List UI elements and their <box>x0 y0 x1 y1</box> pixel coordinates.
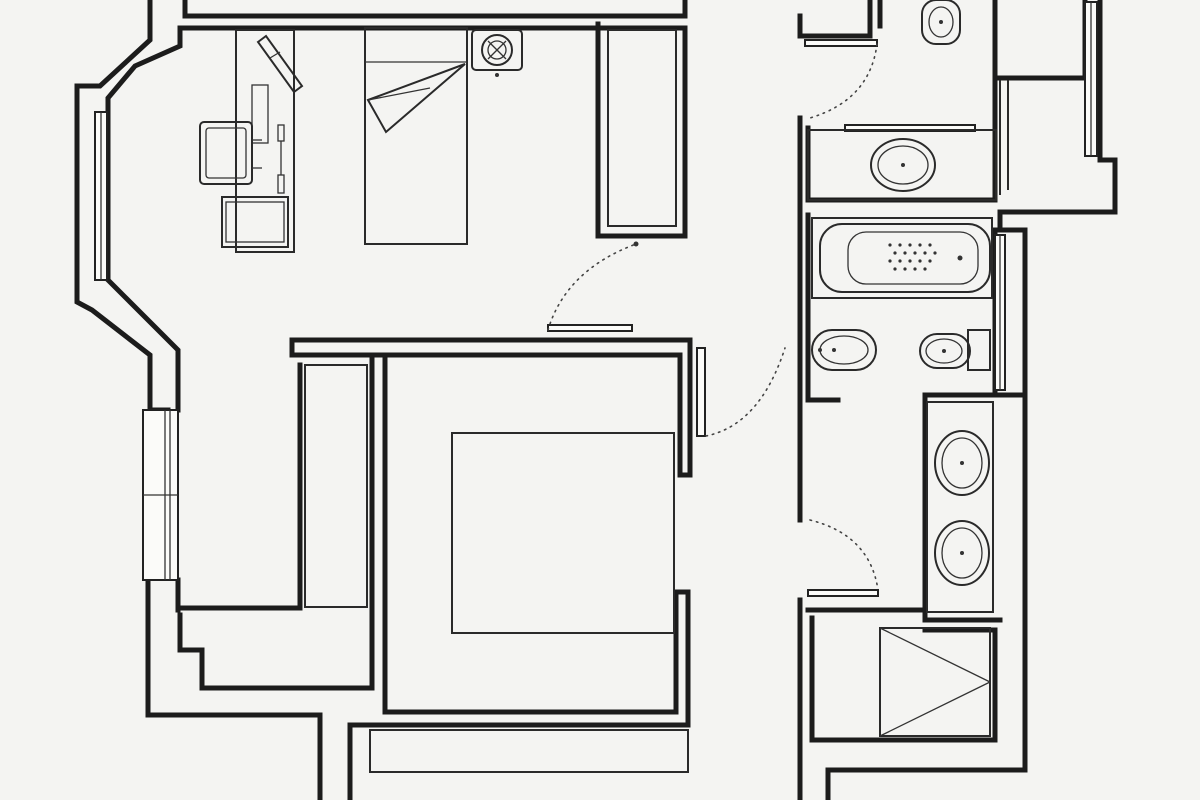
washbasin <box>807 129 997 201</box>
single-bed <box>364 27 468 245</box>
ceiling-fan <box>471 29 523 77</box>
bidet <box>811 329 877 371</box>
toilet <box>921 0 961 45</box>
window-left-lower <box>142 409 179 581</box>
bathroom-fixtures <box>807 0 997 737</box>
desk <box>221 29 304 253</box>
shower <box>879 627 991 737</box>
bay-window <box>94 111 108 281</box>
master-bedroom <box>304 347 786 773</box>
bath-toilet <box>919 329 991 371</box>
bedroom-door[interactable] <box>696 347 786 437</box>
office-chair <box>199 121 262 185</box>
study-bedroom <box>199 21 683 332</box>
exterior-walls <box>74 0 693 800</box>
bathroom-walls <box>797 0 1118 800</box>
study-door[interactable] <box>547 241 639 332</box>
double-sink-vanity <box>926 401 994 613</box>
wardrobe <box>595 21 683 239</box>
dresser <box>369 729 689 773</box>
bathtub <box>811 217 993 299</box>
bathtub-mat <box>888 243 937 271</box>
double-bed <box>451 432 675 634</box>
